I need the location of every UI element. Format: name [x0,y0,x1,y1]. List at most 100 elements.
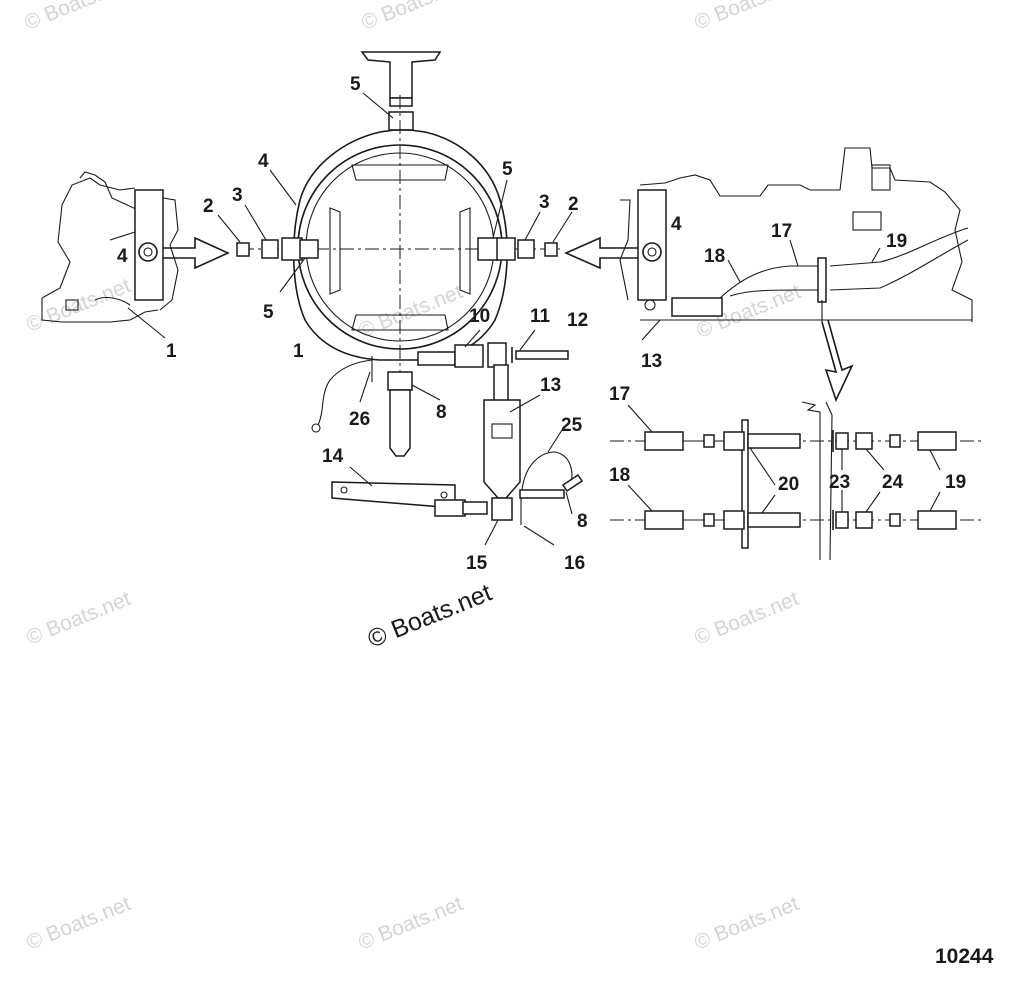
callout-13: 13 [540,375,561,396]
callout-2: 2 [568,194,579,215]
leader-8 [565,491,573,515]
leader-14 [349,466,373,487]
leader-10 [464,329,481,348]
hose-17 [719,265,820,299]
callout-4: 4 [117,246,128,267]
callout-13: 13 [641,351,662,372]
leader-24b [865,491,881,513]
hose-17-fitting [644,431,684,451]
hull-wall-left [801,401,821,560]
leader-20b [761,494,776,514]
callout-25: 25 [561,415,583,436]
right-actuator-body [637,189,667,301]
watermark: © Boats.net [358,0,469,35]
callout-5: 5 [502,159,513,180]
right-insert-arrow [564,236,645,270]
callout-17: 17 [609,384,630,405]
right-pivot-boss [477,237,499,261]
leader-3-left [244,204,267,241]
right-cylinder-13 [671,297,723,317]
callout-26: 26 [349,409,370,430]
right-leader-18 [727,259,741,283]
leader-18 [627,484,653,512]
callout-1: 1 [166,341,177,362]
rod-end-10 [454,344,484,368]
figure-number: 10244 [935,945,994,968]
left-housing-right-edge [159,197,179,311]
fitting-24-lower [855,511,873,529]
right-leader-13 [641,319,661,341]
right-leader-17 [789,239,799,267]
callout-5: 5 [263,302,274,323]
callout-2: 2 [203,196,214,217]
left-insert-arrow [150,236,230,270]
leader-2-right [552,211,573,243]
leader-5-right [492,179,508,239]
right-fittings [517,239,558,259]
watermark: © Boats.net [691,587,802,650]
callout-23: 23 [829,472,850,493]
leader-5-left [279,257,306,293]
fitting-24-upper [855,432,873,450]
hose-19-fitting-lower [917,510,957,530]
ground-wire-terminal [311,423,321,433]
tie-bar-hole-left [340,486,348,494]
wire-25 [521,451,573,491]
cylinder-window [491,423,513,439]
hose-19-upper [829,227,969,267]
bulkhead-nut-upper [723,431,745,451]
callout-10: 10 [469,306,490,327]
detail-view [610,401,985,561]
callout-1: 1 [293,341,304,362]
right-pivot-boss-outer [496,237,516,261]
leader-15 [484,519,499,546]
left-pad [329,207,341,295]
leader-16 [523,525,555,546]
fitting-2-left [236,242,250,257]
bolt-12 [515,350,569,360]
center-watermark: © Boats.net [364,579,496,654]
left-housing-wire [94,296,131,306]
left-fittings [236,239,279,259]
leader-11 [519,329,536,351]
bulkhead-nut-lower [723,510,745,530]
pivot-block-15 [491,497,513,521]
watermark: © Boats.net [23,274,134,337]
hose-17-nut [703,434,715,448]
callout-16: 16 [564,553,585,574]
callout-14: 14 [322,446,344,467]
watermark: © Boats.net [691,0,802,35]
top-pivot-bushing [388,111,414,131]
left-housing-base [41,298,159,323]
leader-19a [929,449,941,471]
nut-23-upper [835,432,849,450]
top-pad [351,164,449,181]
right-housing-left-edge [619,199,631,301]
leader-25 [547,429,563,453]
watermark: © Boats.net [23,587,134,650]
hose-18 [729,289,820,297]
callout-8: 8 [577,511,588,532]
right-pad [459,207,471,295]
leader-5-bottom [411,384,441,401]
hose-19-nut-lower [889,513,901,527]
callout-3: 3 [232,185,243,206]
right-engine-view [619,147,973,403]
ring-outer [292,129,508,361]
watermark: © Boats.net [355,892,466,955]
tie-bar-hole-right [440,491,448,499]
callout-4: 4 [671,214,682,235]
tie-bar-end [434,499,466,517]
nut-3-right [517,239,535,259]
center-leaders [217,92,573,546]
callout-3: 3 [539,192,550,213]
leader-13 [509,394,541,413]
callout-19: 19 [945,472,966,493]
leader-2-left [217,214,241,243]
left-housing-detail [79,171,139,211]
right-cylinder-pivot [644,299,656,311]
nut-3-left [261,239,279,259]
fitting-8 [519,489,565,499]
plate-20 [741,419,749,549]
